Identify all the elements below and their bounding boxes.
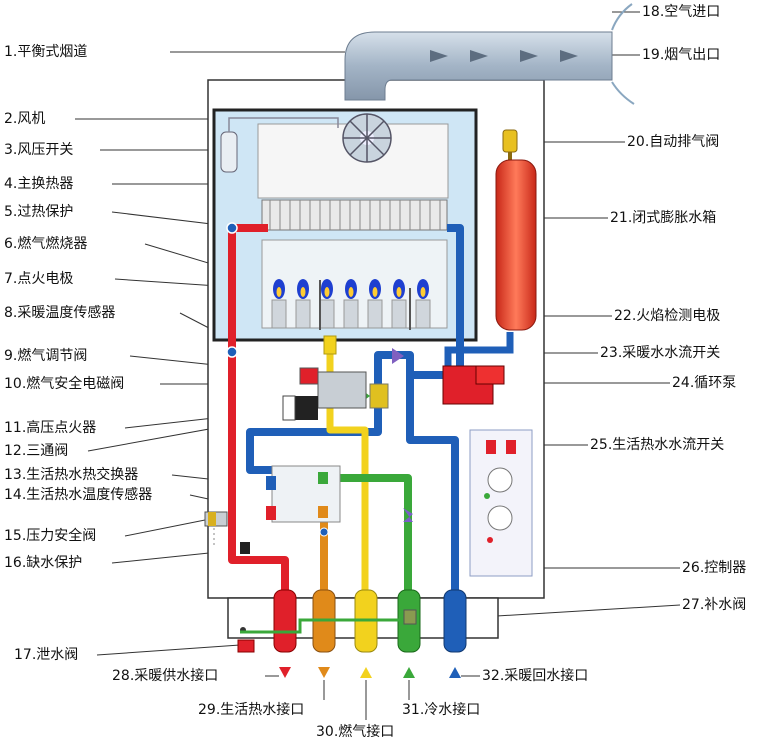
air-pressure-switch <box>220 131 238 173</box>
dhw-flow-switch <box>403 508 413 522</box>
controller <box>469 429 533 577</box>
label-make-up-valve: 27.补水阀 <box>682 597 747 613</box>
make-up-valve-line <box>240 618 410 634</box>
label-cold-water-connection: 31.冷水接口 <box>402 702 481 718</box>
make-up-valve <box>403 609 417 625</box>
label-three-way-valve: 12.三通阀 <box>4 443 69 459</box>
burner-flames <box>273 279 429 299</box>
label-drain-valve: 17.泄水阀 <box>14 647 79 663</box>
label-ignition-electrode: 7.点火电极 <box>4 271 74 287</box>
drain-valve <box>237 639 255 653</box>
arrow-heating-supply <box>279 667 291 678</box>
label-flame-detection-electrode: 22.火焰检测电极 <box>614 308 721 324</box>
gas-regulating-valve <box>299 367 319 385</box>
heating-flow-switch <box>392 348 404 364</box>
label-main-heat-exchanger: 4.主换热器 <box>4 176 74 192</box>
hv-igniter <box>294 396 318 420</box>
label-heating-temp-sensor: 8.采暖温度传感器 <box>4 305 116 321</box>
circulation-pump <box>442 365 494 405</box>
dhw-heat-exchanger <box>271 465 341 523</box>
arrow-gas <box>360 667 372 678</box>
arrow-hot-water <box>318 667 330 678</box>
gas-safety-solenoid-valve <box>317 371 367 409</box>
auto-air-vent <box>502 129 518 153</box>
label-fan: 2.风机 <box>4 111 46 127</box>
label-heating-flow-switch: 23.采暖水水流开关 <box>600 345 721 361</box>
label-expansion-tank: 21.闭式膨胀水箱 <box>610 210 717 226</box>
label-gas-burner: 6.燃气燃烧器 <box>4 236 88 252</box>
three-way-valve <box>369 383 389 409</box>
heating-supply-pipe <box>228 224 289 600</box>
label-heating-return-connection: 32.采暖回水接口 <box>482 668 589 684</box>
label-hv-igniter: 11.高压点火器 <box>4 420 97 436</box>
label-dhw-flow-switch: 25.生活热水水流开关 <box>590 437 725 453</box>
expansion-tank <box>495 159 537 331</box>
label-circulation-pump: 24.循环泵 <box>672 375 737 391</box>
overheat-protection <box>226 222 238 234</box>
label-gas-safety-valve: 10.燃气安全电磁阀 <box>4 376 125 392</box>
label-pressure-relief-valve: 15.压力安全阀 <box>4 528 97 544</box>
cold-water-pipe <box>320 474 412 600</box>
connection-fittings <box>273 589 467 653</box>
label-auto-air-vent: 20.自动排气阀 <box>627 134 720 150</box>
label-heating-supply-connection: 28.采暖供水接口 <box>112 668 219 684</box>
label-low-water-protection: 16.缺水保护 <box>4 555 83 571</box>
label-dhw-temp-sensor: 14.生活热水温度传感器 <box>4 487 153 503</box>
heating-temp-sensor <box>226 346 238 358</box>
label-hot-water-connection: 29.生活热水接口 <box>198 702 305 718</box>
label-air-inlet: 18.空气进口 <box>642 4 721 20</box>
low-water-protection <box>240 542 250 554</box>
dhw-temp-sensor <box>319 527 329 537</box>
label-controller: 26.控制器 <box>682 560 747 576</box>
balanced-flue <box>344 31 613 101</box>
arrow-cold-water <box>403 667 415 678</box>
main-heat-exchanger <box>261 199 448 231</box>
label-air-pressure-switch: 3.风压开关 <box>4 142 74 158</box>
label-gas-regulating-valve: 9.燃气调节阀 <box>4 348 88 364</box>
label-dhw-heat-exchanger: 13.生活热水热交换器 <box>4 467 139 483</box>
label-flue-gas-outlet: 19.烟气出口 <box>642 47 721 63</box>
arrow-heating-return <box>449 667 461 678</box>
label-balanced-flue: 1.平衡式烟道 <box>4 44 88 60</box>
label-overheat-protection: 5.过热保护 <box>4 204 74 220</box>
label-gas-connection: 30.燃气接口 <box>316 724 395 740</box>
